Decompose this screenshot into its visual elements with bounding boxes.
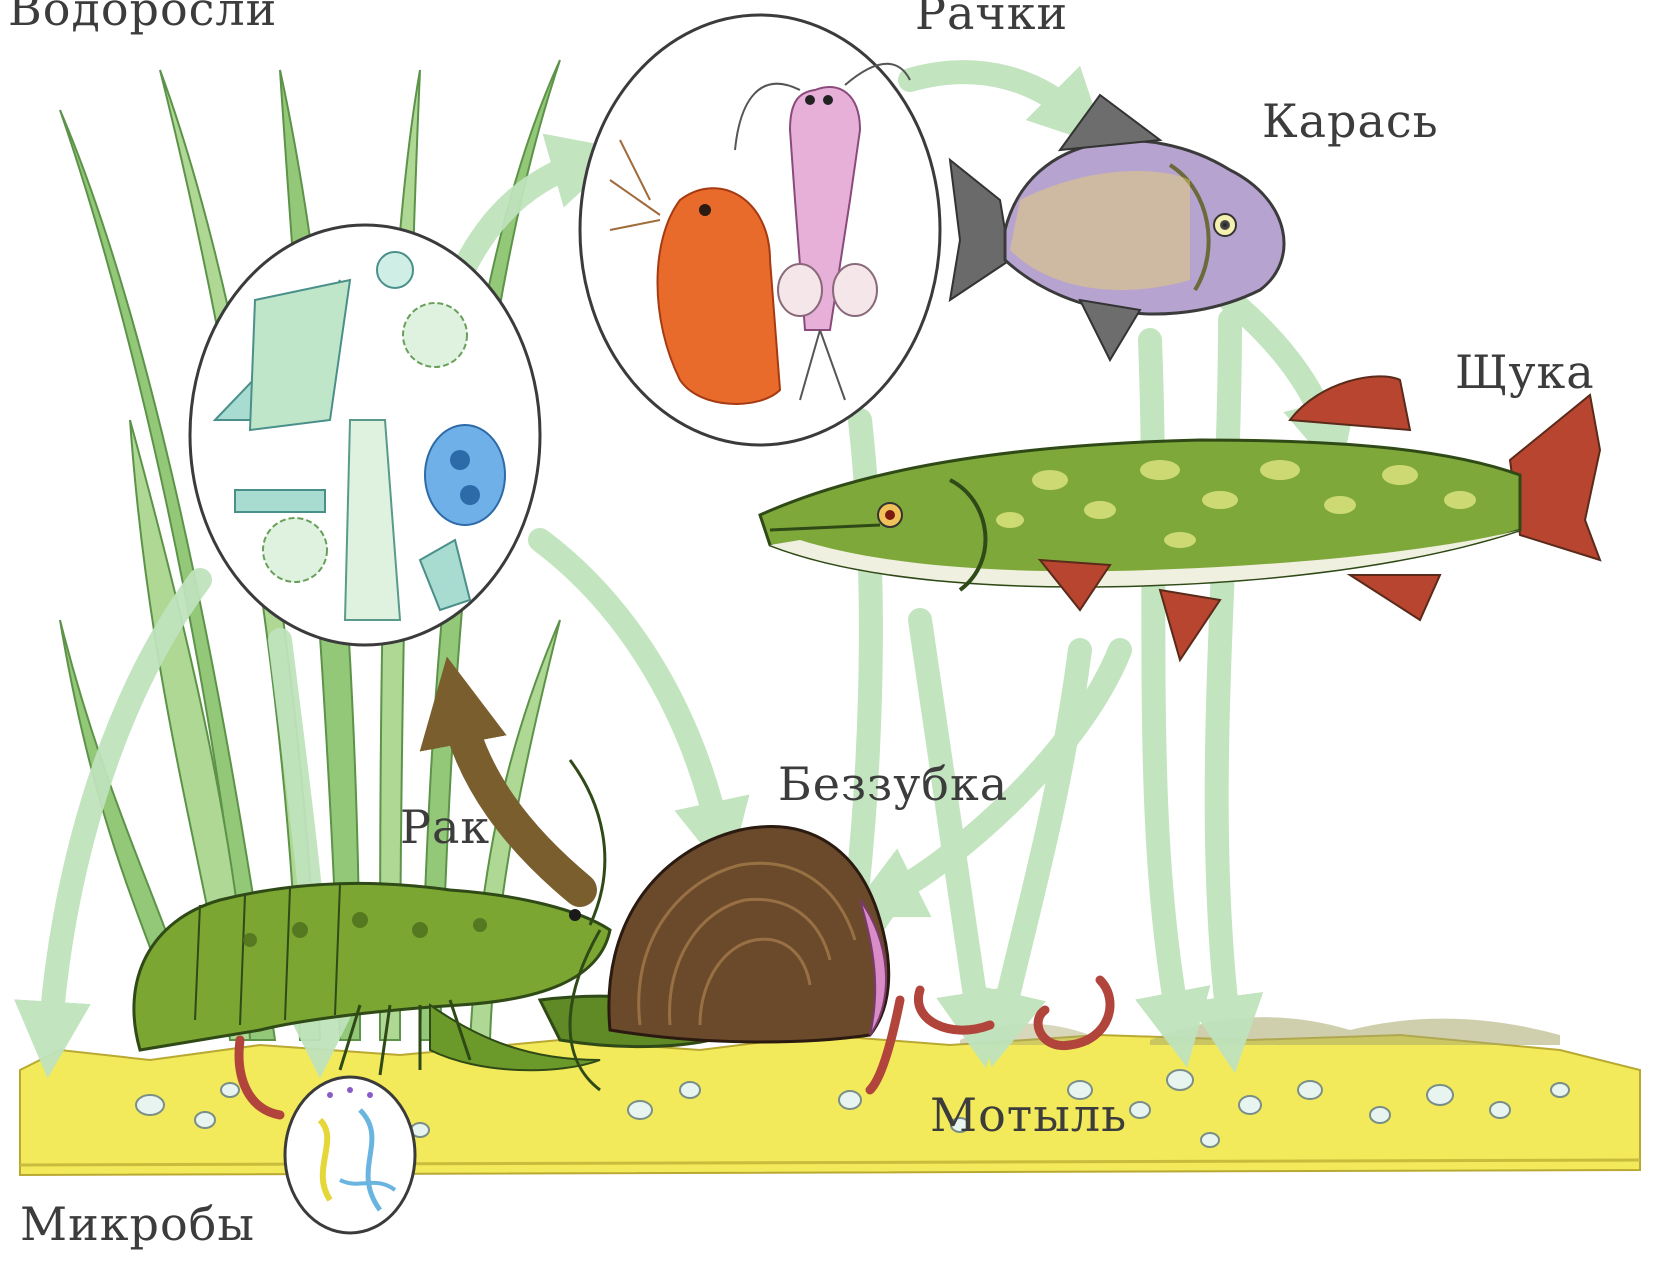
label-pike: Щука xyxy=(1455,345,1595,399)
label-algae: Водоросли xyxy=(8,0,277,36)
label-crucian: Карась xyxy=(1262,94,1439,148)
zooplankton-circle xyxy=(580,15,940,445)
label-microbes: Микробы xyxy=(20,1197,255,1251)
label-crayfish: Рак xyxy=(400,800,490,854)
mussel xyxy=(609,827,889,1042)
label-bloodworm: Мотыль xyxy=(930,1088,1127,1142)
label-mussel: Беззубка xyxy=(778,757,1008,811)
daphnia xyxy=(658,188,781,404)
microbes-circle xyxy=(285,1077,415,1233)
label-crustaceans: Рачки xyxy=(915,0,1068,40)
pike xyxy=(760,376,1600,660)
phytoplankton-circle xyxy=(190,225,540,645)
